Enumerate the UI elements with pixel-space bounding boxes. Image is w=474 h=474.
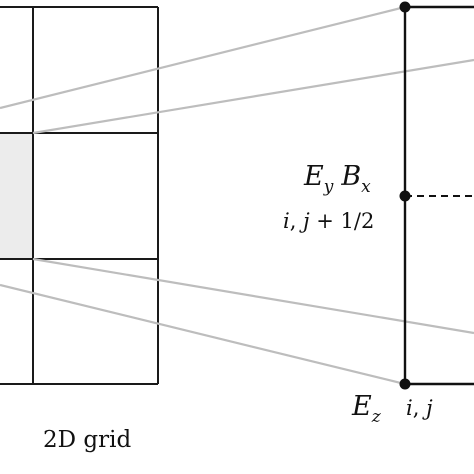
half-index-plus: + 1/2 xyxy=(310,209,375,233)
node-top xyxy=(399,1,411,13)
node-index-label: i, j xyxy=(406,396,433,420)
node-index-sep: , xyxy=(413,396,426,420)
ez-subscript: z xyxy=(371,407,382,427)
half-index-i: i xyxy=(283,209,290,233)
node-index-i: i xyxy=(406,396,413,420)
half-index-label: i, j + 1/2 xyxy=(283,209,374,233)
enlarged-cell xyxy=(399,1,474,390)
node-index-j: j xyxy=(422,396,433,420)
projection-line-1 xyxy=(0,5,406,110)
highlighted-grid-cell xyxy=(0,133,33,259)
ez-symbol: E xyxy=(351,391,372,422)
bx-subscript: x xyxy=(361,177,371,197)
node-middle xyxy=(399,190,411,202)
node-bottom xyxy=(399,378,411,390)
half-index-sep: , xyxy=(290,209,303,233)
grid-2d xyxy=(0,6,159,385)
zoom-projection-lines xyxy=(0,5,474,386)
ey-symbol: E xyxy=(303,161,324,192)
ey-subscript: y xyxy=(323,177,334,197)
grid-caption: 2D grid xyxy=(43,427,131,453)
ez-label: Ez xyxy=(351,391,382,427)
projection-line-2 xyxy=(32,58,474,135)
half-index-j: j xyxy=(299,209,310,233)
projection-line-3 xyxy=(0,283,406,386)
projection-line-4 xyxy=(32,257,474,335)
bx-symbol: B xyxy=(340,161,361,192)
